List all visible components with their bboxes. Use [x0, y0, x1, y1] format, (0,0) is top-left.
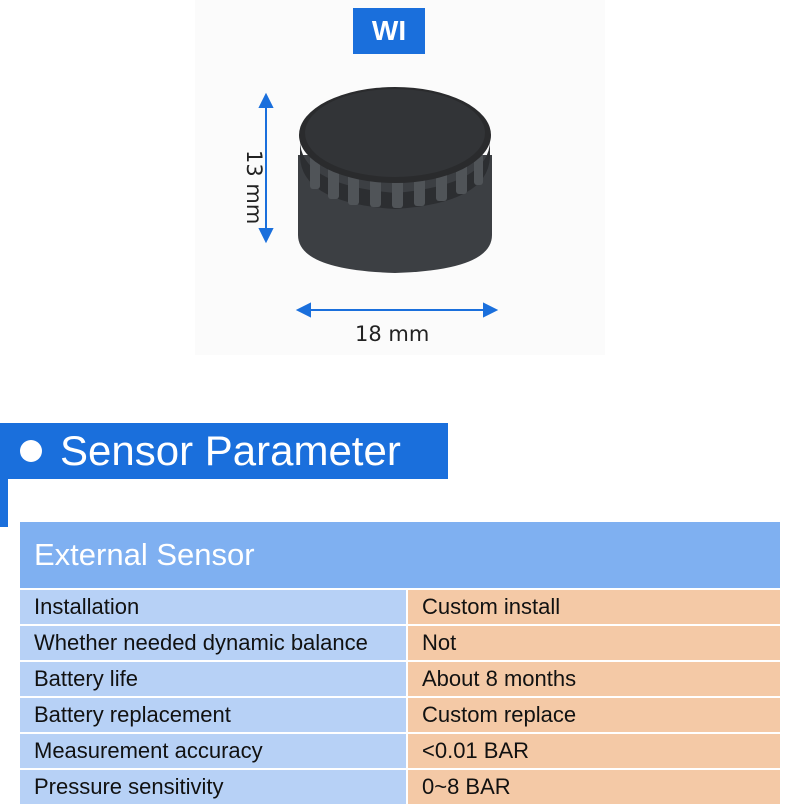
parameter-value: Not — [406, 624, 782, 662]
table-header-row: External Sensor — [18, 520, 782, 590]
parameter-value: Custom install — [406, 588, 782, 626]
table-row: Whether needed dynamic balance Not — [18, 624, 782, 662]
height-dimension-label: 13 mm — [242, 150, 266, 225]
parameter-name: Battery replacement — [18, 696, 408, 734]
section-accent-stripe — [0, 423, 8, 527]
section-title: Sensor Parameter — [60, 427, 401, 474]
table-row: Battery replacement Custom replace — [18, 696, 782, 734]
bullet-icon — [20, 440, 42, 462]
parameter-name: Installation — [18, 588, 408, 626]
parameter-name: Whether needed dynamic balance — [18, 624, 408, 662]
sensor-cap-image — [258, 87, 499, 318]
table-row: Measurement accuracy <0.01 BAR — [18, 732, 782, 770]
table-header: External Sensor — [18, 520, 782, 590]
parameter-table: External Sensor Installation Custom inst… — [18, 520, 782, 806]
section-heading-bar: Sensor Parameter — [8, 423, 448, 479]
parameter-name: Battery life — [18, 660, 408, 698]
table-row: Battery life About 8 months — [18, 660, 782, 698]
parameter-name: Measurement accuracy — [18, 732, 408, 770]
height-dimension-arrow — [258, 92, 274, 244]
parameter-value: Custom replace — [406, 696, 782, 734]
parameter-value: <0.01 BAR — [406, 732, 782, 770]
table-row: Installation Custom install — [18, 588, 782, 626]
width-dimension-arrow — [295, 302, 499, 318]
parameter-value: About 8 months — [406, 660, 782, 698]
model-badge: WI — [353, 8, 425, 54]
width-dimension-label: 18 mm — [355, 322, 430, 346]
